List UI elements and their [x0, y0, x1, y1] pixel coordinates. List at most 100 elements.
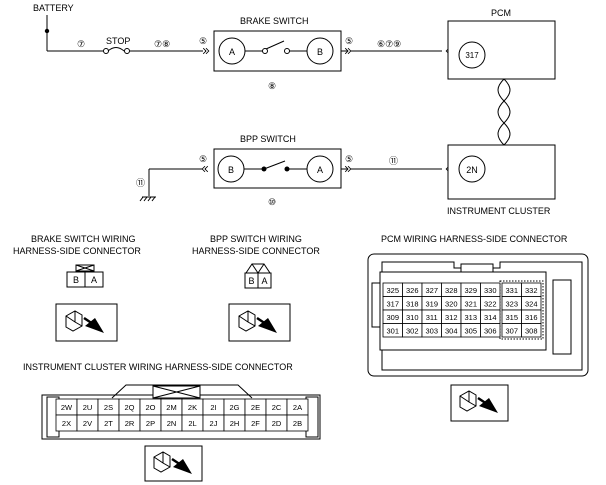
connector-pin-label: 329 — [464, 286, 477, 295]
connector-pin-label: 302 — [406, 326, 419, 335]
wire-code-bpp-in: ⑤ — [199, 154, 207, 164]
wire-code-bpp-ic: ⑪ — [389, 156, 398, 166]
brake-connector-title-1: BRAKE SWITCH WIRING — [31, 234, 136, 244]
connector-pin-label: 313 — [464, 313, 477, 322]
wire-code-brake-pcm: ⑥⑦⑨ — [377, 39, 401, 49]
wire-code-bpp-below: ⑩ — [268, 197, 276, 207]
connector-pin-label: 2K — [188, 403, 197, 412]
wire-code-brake-in: ⑤ — [199, 36, 207, 46]
connector-pin-label: 2B — [293, 419, 302, 428]
stop-fuse-icon — [103, 47, 130, 54]
bpp-terminal-b-label: B — [228, 165, 234, 175]
pcm-connector-view-icon — [450, 384, 509, 422]
connector-pin-cell — [286, 414, 309, 432]
connector-pin-label: 2D — [272, 419, 282, 428]
connector-pin-label: 323 — [505, 299, 518, 308]
connector-pin-label: 325 — [386, 286, 399, 295]
brake-connector-latch-icon — [75, 264, 95, 272]
brake-connector-pin — [84, 271, 104, 288]
bpp-connector-title-1: BPP SWITCH WIRING — [210, 234, 302, 244]
bpp-connector-view-icon — [228, 303, 291, 342]
pcm-terminal-317-label: 317 — [465, 51, 479, 60]
bpp-connector-pin — [257, 272, 272, 289]
connector-pin-label: 322 — [484, 299, 497, 308]
brake-terminal-b — [306, 37, 334, 65]
bpp-terminal-a — [306, 155, 334, 183]
brake-connector-pin-label: B — [73, 275, 79, 285]
connector-pin-label: 312 — [445, 313, 458, 322]
bpp-switch-blade — [263, 160, 286, 170]
connector-pin-label: 2R — [125, 419, 135, 428]
connector-pin-label: 317 — [386, 299, 399, 308]
connector-pin-label: 304 — [445, 326, 458, 335]
connector-pin-label: 2G — [229, 403, 239, 412]
battery-label: BATTERY — [33, 3, 74, 13]
connector-pin-label: 2W — [61, 403, 73, 412]
connector-pin-label: 330 — [484, 286, 497, 295]
connector-pin-label: 331 — [505, 286, 518, 295]
connector-pin-label: 2V — [83, 419, 92, 428]
brake-terminal-b-label: B — [317, 47, 323, 57]
ground-icon — [139, 196, 156, 202]
wire-code-brake-out: ⑤ — [345, 36, 353, 46]
connector-pin-label: 307 — [505, 326, 518, 335]
connector-pin-label: 310 — [406, 313, 419, 322]
pcm-label: PCM — [491, 8, 511, 18]
connector-pin-label: 328 — [445, 286, 458, 295]
wire-code-bpp-out: ⑤ — [345, 154, 353, 164]
bpp-connector-hood-icon — [245, 263, 271, 274]
brake-switch-blade — [265, 40, 285, 50]
connector-pin-label: 332 — [525, 286, 538, 295]
wire-code-battery-stop: ⑦ — [77, 39, 85, 49]
wire-code-ground: ⑪ — [136, 178, 145, 188]
instrument-cluster-label: INSTRUMENT CLUSTER — [447, 206, 551, 216]
bpp-connector-pin-label: A — [261, 276, 267, 286]
brake-connector-view-icon — [55, 303, 118, 342]
connector-pin-label: 320 — [445, 299, 458, 308]
connector-pin-label: 306 — [484, 326, 497, 335]
connector-pin-label: 2E — [251, 403, 260, 412]
ic-connector-view-icon — [144, 445, 203, 482]
connector-pin-label: 2A — [293, 403, 302, 412]
brake-contact-right — [284, 48, 290, 54]
bpp-switch-label: BPP SWITCH — [240, 134, 296, 144]
connector-pin-label: 303 — [425, 326, 438, 335]
connector-pin-label: 2P — [146, 419, 155, 428]
connector-pin-label: 314 — [484, 313, 497, 322]
bpp-connector-pin-label: B — [248, 276, 254, 286]
wire-code-brake-below: ⑧ — [268, 81, 276, 91]
connector-pin-label: 305 — [464, 326, 477, 335]
connector-pin-cell — [480, 323, 501, 338]
ic-terminal-2n — [458, 155, 486, 183]
brake-terminal-a-label: A — [229, 47, 235, 57]
pcm-connector-title: PCM WIRING HARNESS-SIDE CONNECTOR — [381, 234, 568, 244]
connector-pin-label: 2J — [210, 419, 218, 428]
connector-pin-label: 327 — [425, 286, 438, 295]
connector-pin-label: 315 — [505, 313, 518, 322]
can-twisted-pair-icon — [497, 78, 511, 146]
connector-pin-label: 301 — [386, 326, 399, 335]
connector-pin-label: 2F — [251, 419, 260, 428]
ic-connector-title: INSTRUMENT CLUSTER WIRING HARNESS-SIDE C… — [23, 362, 293, 372]
wire-code-stop-brake: ⑦⑧ — [154, 39, 170, 49]
connector-pin-label: 2L — [188, 419, 196, 428]
connector-pin-label: 318 — [406, 299, 419, 308]
connector-pin-label: 2Q — [124, 403, 134, 412]
connector-pin-label: 316 — [525, 313, 538, 322]
connector-pin-label: 2H — [230, 419, 240, 428]
brake-connector-pin-label: A — [91, 275, 97, 285]
connector-pin-label: 2X — [62, 419, 71, 428]
brake-connector-title-2: HARNESS-SIDE CONNECTOR — [13, 246, 141, 256]
connector-pin-label: 326 — [406, 286, 419, 295]
connector-pin-label: 2N — [167, 419, 177, 428]
connector-pin-label: 311 — [426, 313, 438, 322]
ic-terminal-2n-label: 2N — [466, 165, 478, 175]
brake-switch-label: BRAKE SWITCH — [240, 16, 309, 26]
connector-pin-cell — [521, 323, 542, 338]
bpp-connector-title-2: HARNESS-SIDE CONNECTOR — [192, 246, 320, 256]
connector-pin-label: 321 — [464, 299, 477, 308]
pcm-terminal-317 — [458, 41, 486, 69]
